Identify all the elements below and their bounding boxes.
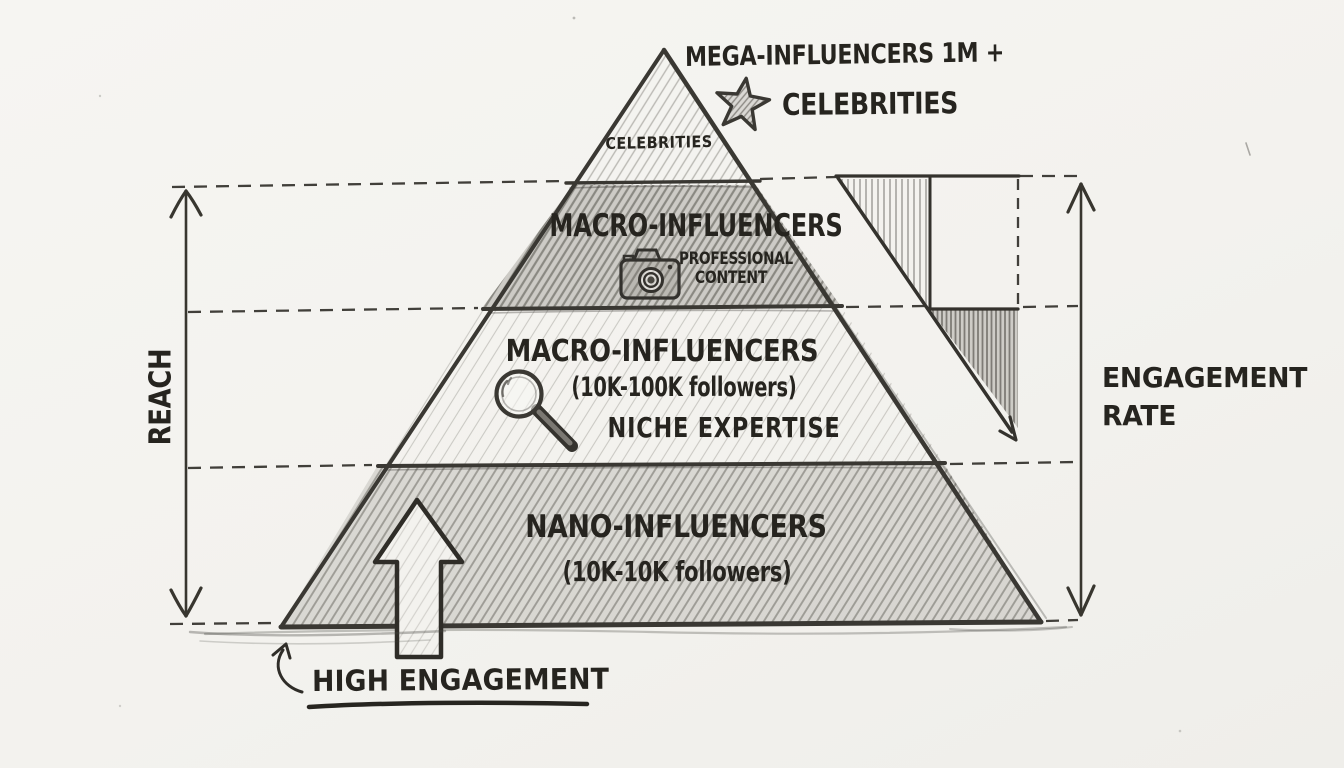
tier-macro-top-subtitle-line1: PROFESSIONAL xyxy=(679,249,793,269)
tier-nano-followers: (10K-10K followers) xyxy=(562,555,792,588)
tier-macro-top-shape xyxy=(482,185,842,308)
tier-macro-mid-tagline: NICHE EXPERTISE xyxy=(607,411,841,444)
high-engagement-underline xyxy=(306,700,590,710)
declining-engagement-arrow xyxy=(836,176,1014,434)
dashed-guide-lines xyxy=(169,174,1079,626)
tier-nano-shape xyxy=(281,465,1041,626)
tier-celebrities-shape xyxy=(573,52,756,185)
tier-macro-mid-shape xyxy=(378,308,945,465)
star-icon xyxy=(715,76,772,132)
apex-title: MEGA-INFLUENCERS 1M + xyxy=(684,37,1005,73)
tier-nano-title: NANO-INFLUENCERS xyxy=(525,509,827,545)
tier-celebrities-label: CELEBRITIES xyxy=(605,131,713,154)
pyramid-tiers xyxy=(281,52,1041,626)
tier-macro-top-title: MACRO-INFLUENCERS xyxy=(549,208,843,244)
tier-macro-mid-title: MACRO-INFLUENCERS xyxy=(505,334,819,369)
reach-axis-label: REACH xyxy=(143,348,179,446)
reach-axis-arrow xyxy=(169,189,203,618)
tier-macro-mid-followers: (10K-100K followers) xyxy=(571,372,797,403)
tier-macro-top-subtitle-line2: CONTENT xyxy=(694,268,768,288)
engagement-rate-label-line1: ENGAGEMENT xyxy=(1102,361,1308,394)
engagement-axis-arrow xyxy=(1066,182,1096,617)
camera-icon xyxy=(619,248,681,300)
engagement-step-figure xyxy=(834,174,1021,442)
high-engagement-note: HIGH ENGAGEMENT xyxy=(311,661,610,698)
paper-specks xyxy=(98,16,1251,733)
engagement-rate-label-line2: RATE xyxy=(1102,399,1177,432)
curved-arrow-icon xyxy=(271,642,304,694)
magnifying-glass-icon xyxy=(494,369,578,452)
up-block-arrow-icon xyxy=(372,497,465,660)
apex-subtitle: CELEBRITIES xyxy=(781,86,959,123)
pyramid-outline xyxy=(203,47,1068,636)
